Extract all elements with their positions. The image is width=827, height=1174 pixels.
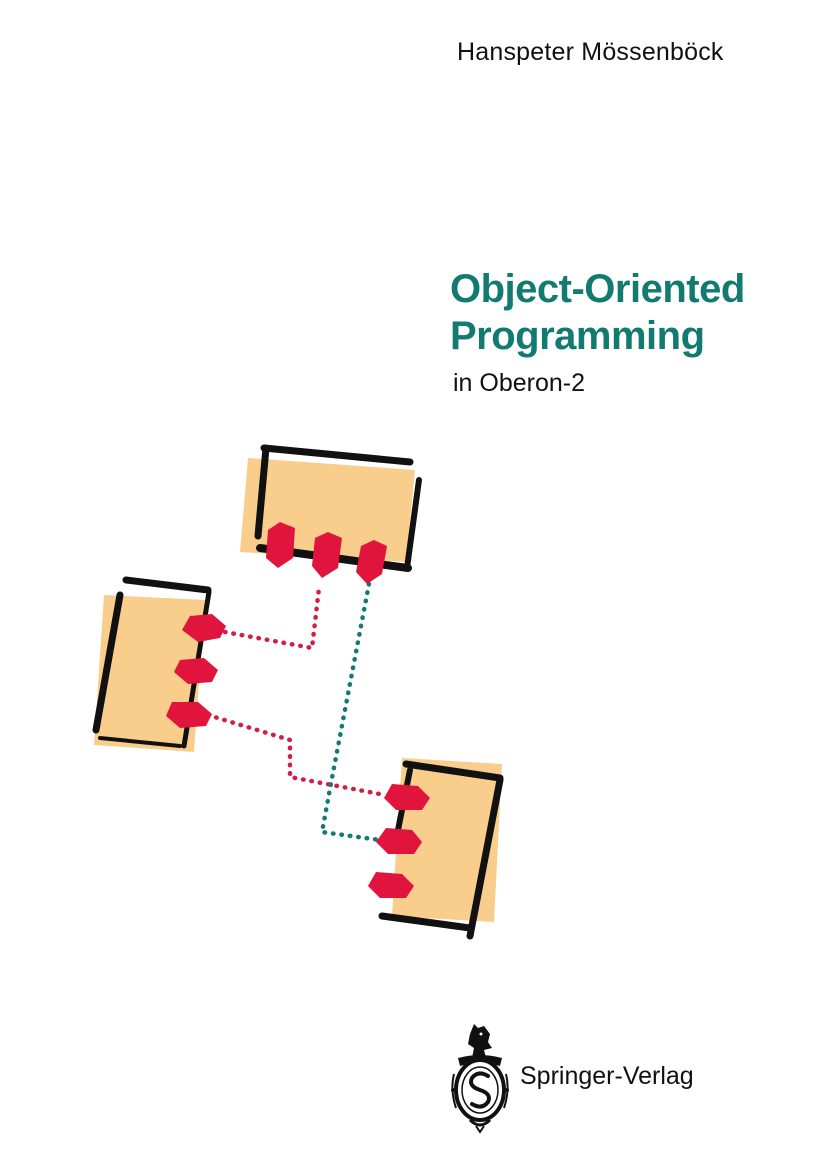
author-name: Hanspeter Mössenböck (457, 38, 724, 66)
title-line-1: Object-Oriented (450, 267, 745, 311)
title-line-2: Programming (450, 314, 705, 358)
plug-bottom-1 (384, 784, 430, 810)
red-connector-top (222, 585, 322, 651)
plug-left-2 (174, 658, 218, 684)
plug-left-3 (166, 702, 212, 728)
plugs-bottom-module (368, 784, 430, 898)
dotted-connectors (205, 581, 388, 843)
plugs-left-module (166, 614, 226, 728)
plug-top-1 (266, 522, 295, 568)
plug-top-2 (312, 532, 342, 578)
plug-left-1 (182, 614, 226, 642)
book-title: Object-Oriented Programming (450, 266, 745, 360)
publisher-name: Springer-Verlag (520, 1062, 694, 1090)
book-subtitle: in Oberon-2 (453, 369, 586, 397)
springer-knight-logo-icon (451, 1024, 509, 1134)
teal-connector (319, 581, 383, 843)
object-modules-illustration (92, 444, 504, 940)
plug-bottom-2 (376, 828, 422, 854)
red-connector-bottom (205, 712, 388, 798)
plug-top-3 (356, 540, 387, 584)
plug-bottom-3 (368, 872, 414, 898)
plugs-top-module (266, 522, 387, 584)
